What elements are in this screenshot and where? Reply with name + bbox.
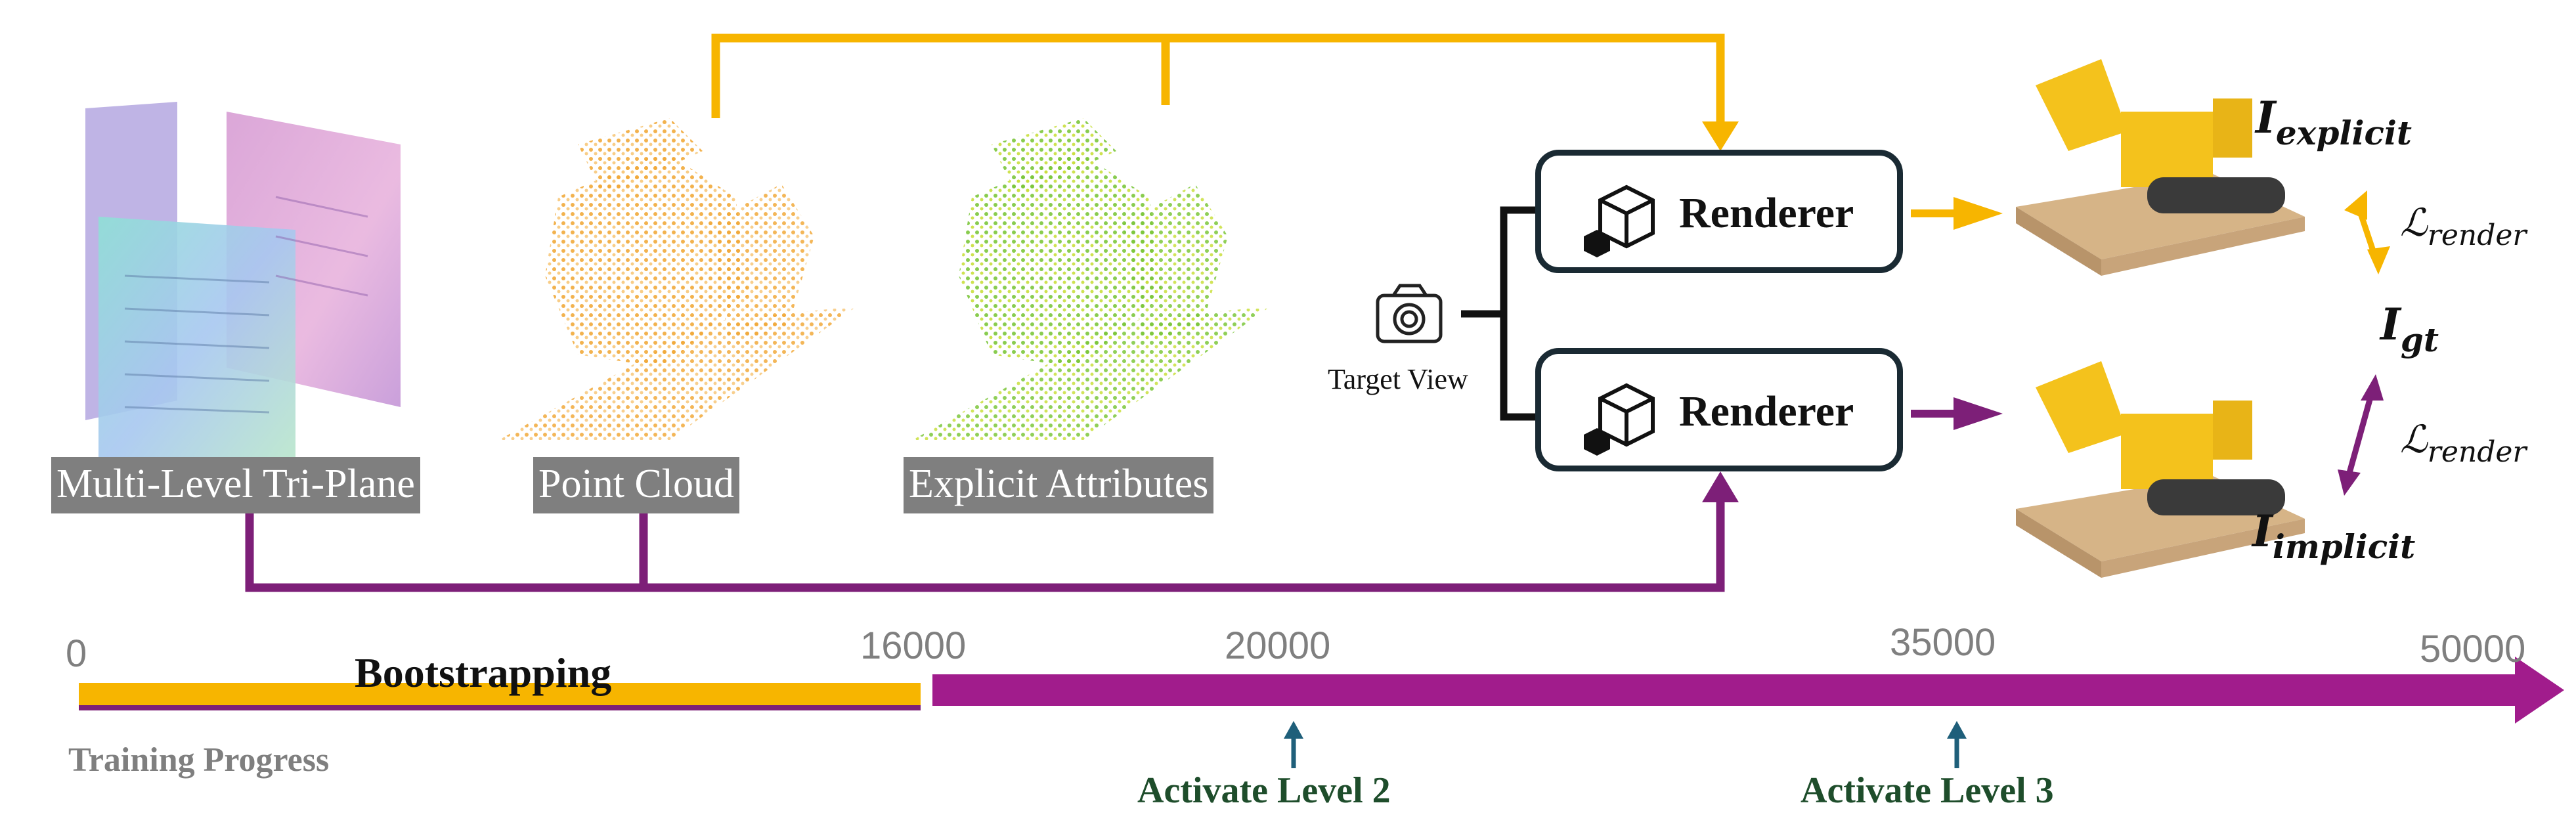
point-cloud-illustration [499,118,854,440]
point-cloud-label: Point Cloud [533,457,740,513]
i-gt-subscript: gt [2400,320,2439,359]
i-gt-symbol: I [2380,299,2401,350]
loss-bottom-label: ℒrender [2400,417,2526,469]
target-view-label: Target View [1328,363,1468,395]
activate-level3-arrow [1947,721,1967,768]
tri-plane-illustration [85,102,401,473]
camera-icon [1376,284,1443,343]
implicit-path-arrows [245,499,1725,592]
loss-top-arrow [2344,190,2390,274]
training-progress-arrowhead [2515,657,2564,724]
tick-16000: 16000 [860,624,967,667]
tick-35000: 35000 [1890,621,1996,664]
activate-level2-label: Activate Level 2 [1137,770,1391,811]
i-explicit-label: Iexplicit [2256,92,2412,152]
renderer-implicit-label: Renderer [1679,387,1854,435]
renderer-implicit: Renderer [1535,348,1903,471]
i-gt-label: Igt [2380,299,2439,359]
explicit-output-arrowhead [1954,197,2003,230]
i-implicit-subscript: implicit [2272,527,2416,566]
target-view-fork [1461,206,1535,421]
cube-icon [1584,185,1655,257]
explicit-attributes-label: Explicit Attributes [904,457,1214,513]
activate-level2-arrow [1284,721,1303,768]
tri-plane-label: Multi-Level Tri-Plane [51,457,420,513]
tick-20000: 20000 [1225,624,1331,667]
loss-bottom-symbol: ℒ [2400,417,2428,462]
activate-level3-label: Activate Level 3 [1801,770,2054,811]
implicit-path-arrowhead [1702,471,1739,502]
loss-bottom-arrow [2338,374,2384,496]
tick-50000: 50000 [2420,628,2526,670]
loss-top-subscript: render [2427,219,2527,252]
explicit-render-image [2016,59,2305,276]
training-progress-label: Training Progress [68,741,330,779]
renderer-explicit-label: Renderer [1679,189,1854,237]
bootstrapping-bar [79,683,921,705]
explicit-path-arrows [711,33,1725,125]
implicit-render-image [2016,361,2305,578]
bootstrapping-bar-underline [79,705,921,710]
i-explicit-symbol: I [2256,92,2276,143]
i-implicit-label: Iimplicit [2252,506,2415,566]
explicit-path-arrowhead [1702,121,1739,151]
loss-top-symbol: ℒ [2400,200,2428,245]
tick-0: 0 [66,632,87,675]
explicit-attributes-illustration [913,118,1267,440]
loss-bottom-subscript: render [2427,435,2527,469]
renderer-explicit: Renderer [1535,150,1903,273]
implicit-output-arrowhead [1954,397,2003,430]
loss-top-label: ℒrender [2400,200,2526,252]
bootstrapping-label: Bootstrapping [355,649,612,696]
training-progress-bar [932,674,2521,706]
cube-icon [1584,383,1655,456]
i-explicit-subscript: explicit [2275,114,2412,152]
i-implicit-symbol: I [2252,506,2273,557]
